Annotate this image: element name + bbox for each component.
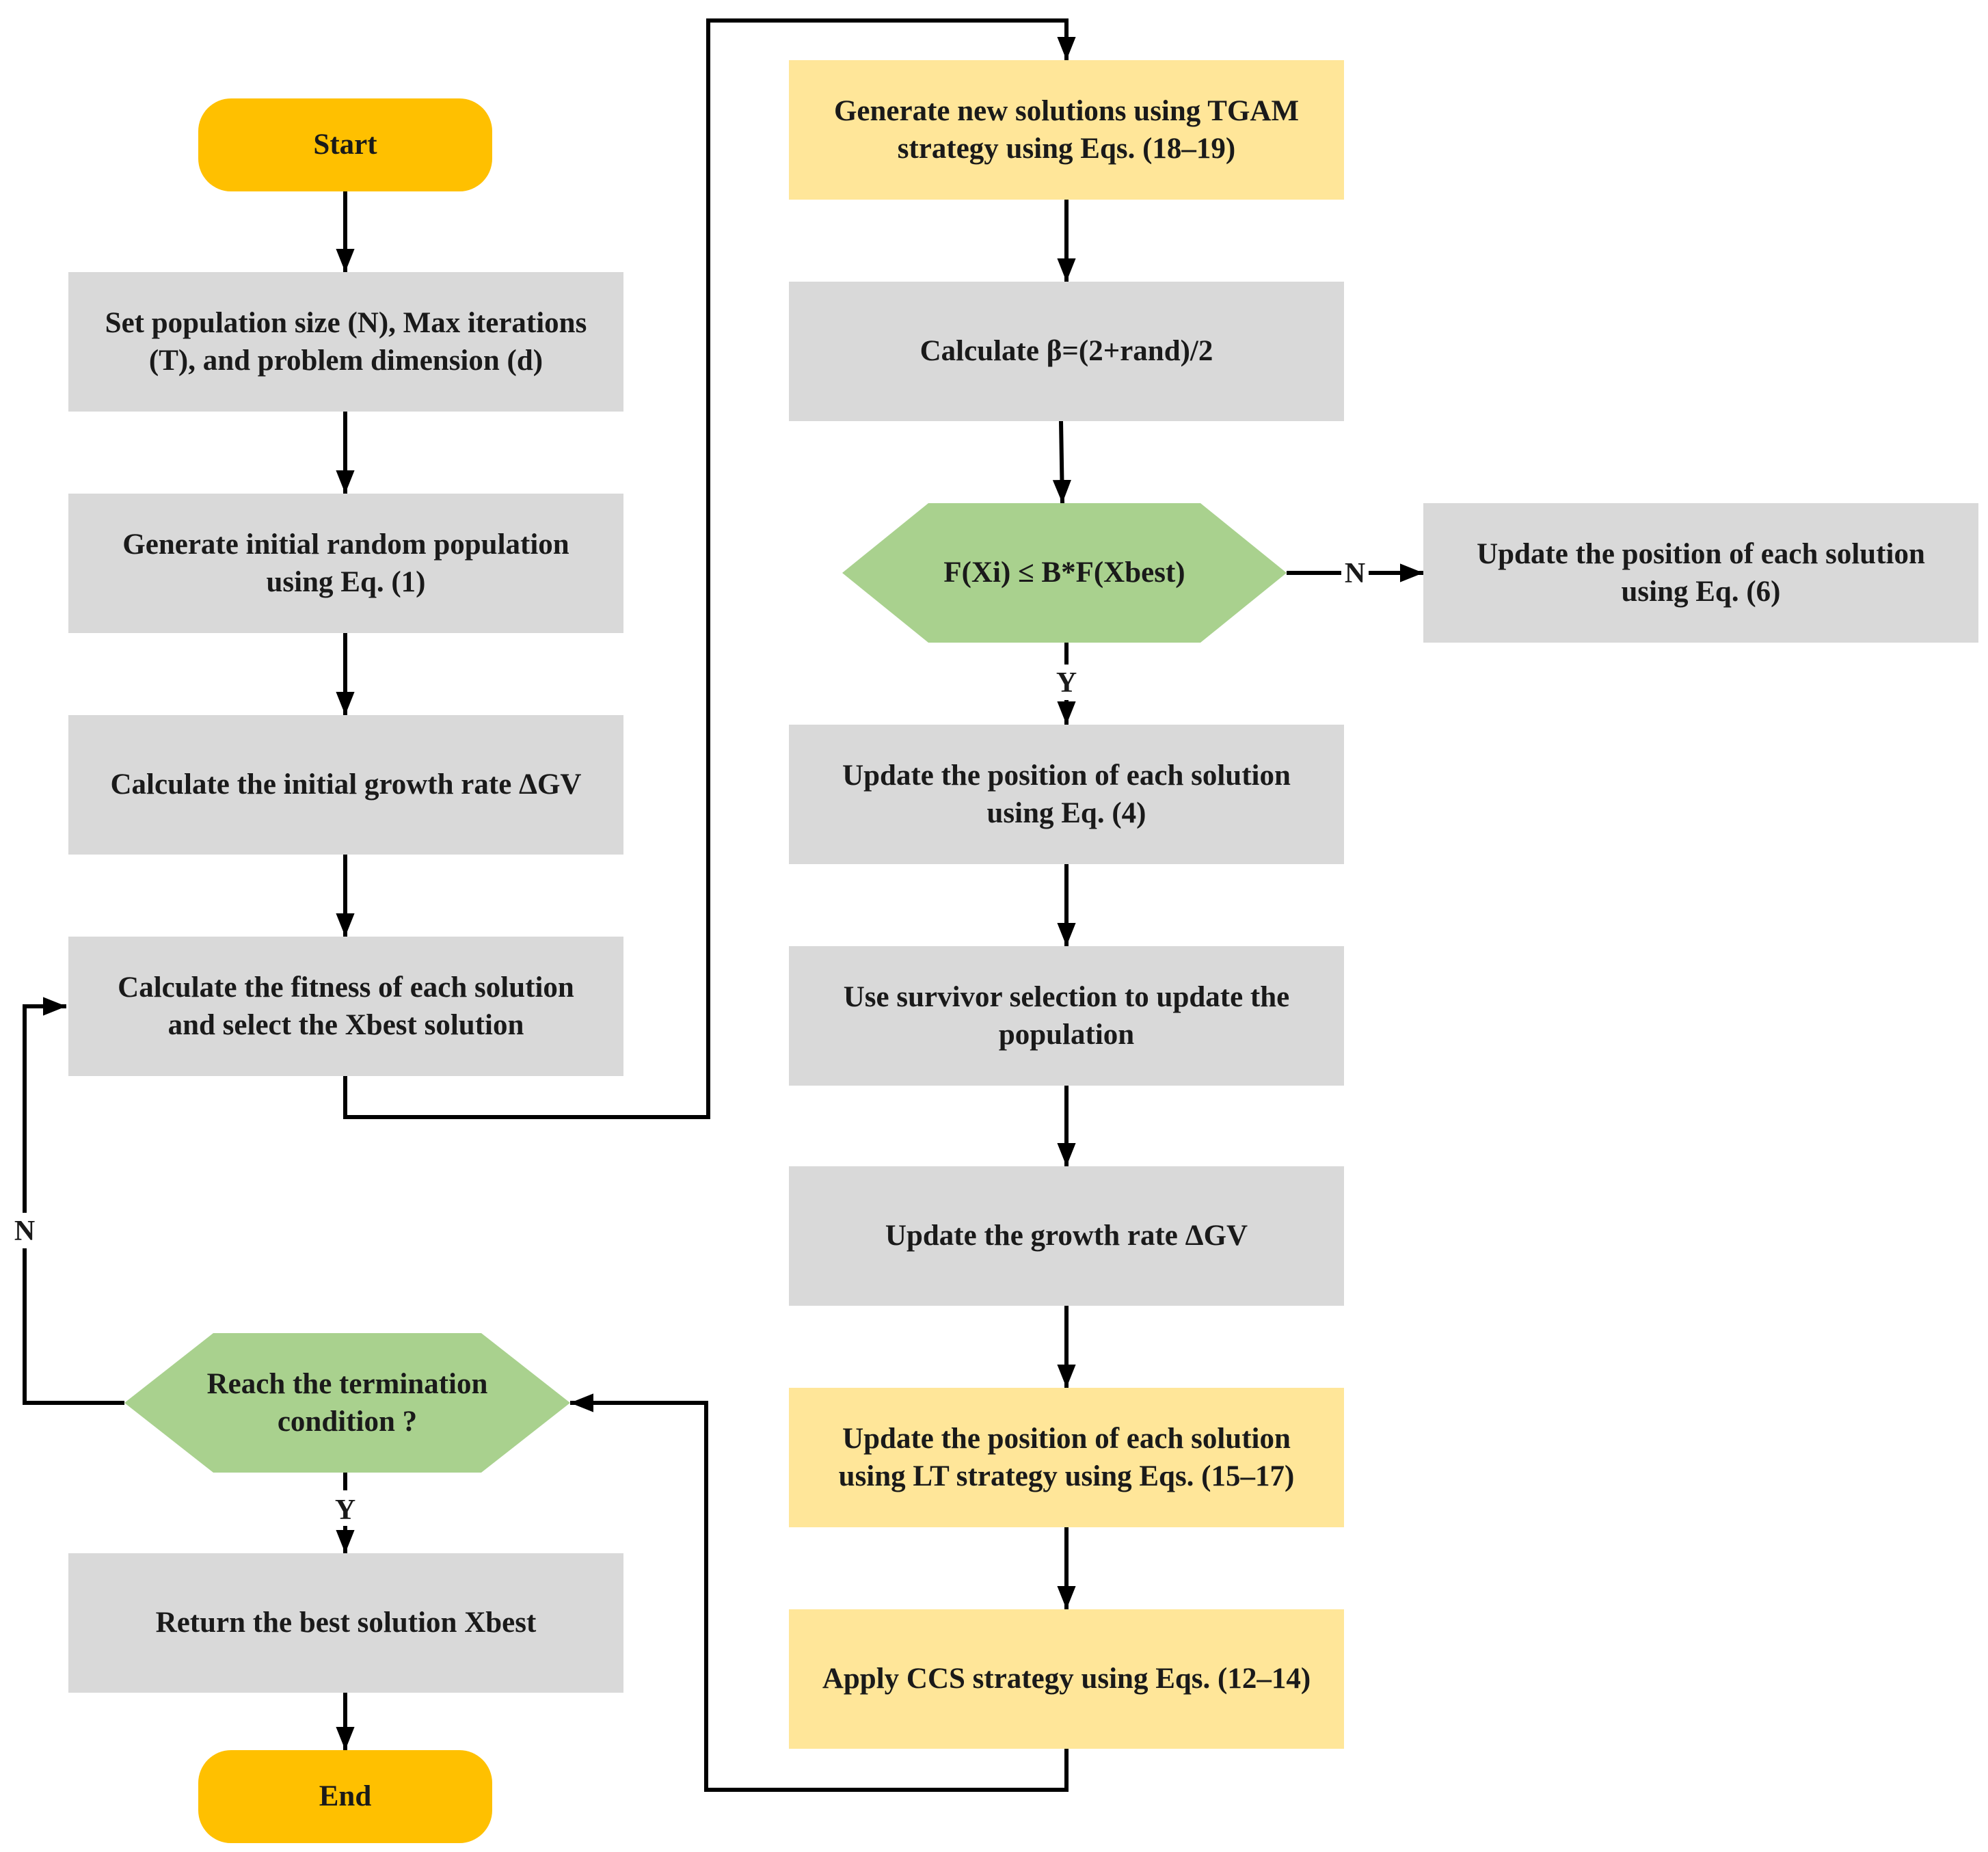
- update-growth-rate-step: Update the growth rate ΔGV: [789, 1166, 1344, 1306]
- initial-growth-rate-step: Calculate the initial growth rate ΔGV: [68, 715, 623, 855]
- set-parameters-label: Set population size (N), Max iterations …: [105, 306, 587, 377]
- termination-decision: Reach the termination condition ?: [124, 1333, 570, 1473]
- label-term-no: N: [14, 1216, 35, 1247]
- start-node: Start: [198, 98, 492, 191]
- update-eq6-step: Update the position of each solution usi…: [1423, 503, 1978, 643]
- lt-strategy-step: Update the position of each solution usi…: [789, 1388, 1344, 1527]
- return-best-step: Return the best solution Xbest: [68, 1553, 623, 1693]
- update-eq4-step: Update the position of each solution usi…: [789, 725, 1344, 864]
- end-node: End: [198, 1750, 492, 1843]
- arrow-ccs-to-termination: [570, 1393, 1069, 1792]
- fitness-step: Calculate the fitness of each solution a…: [68, 937, 623, 1076]
- label-fx-no: N: [1345, 558, 1365, 589]
- ccs-strategy-label: Apply CCS strategy using Eqs. (12–14): [822, 1663, 1311, 1695]
- arrow-termination-no-to-fitness: [23, 997, 124, 1405]
- label-fx-yes: Y: [1056, 667, 1077, 699]
- beta-label: Calculate β=(2+rand)/2: [919, 335, 1213, 368]
- set-parameters-step: Set population size (N), Max iterations …: [68, 272, 623, 412]
- initial-population-label: Generate initial random population using…: [122, 528, 569, 598]
- beta-step: Calculate β=(2+rand)/2: [789, 282, 1344, 421]
- ccs-strategy-step: Apply CCS strategy using Eqs. (12–14): [789, 1609, 1344, 1749]
- start-label: Start: [313, 129, 377, 161]
- survivor-selection-step: Use survivor selection to update the pop…: [789, 946, 1344, 1086]
- fitness-comparison-label: F(Xi) ≤ B*F(Xbest): [943, 556, 1185, 589]
- return-best-label: Return the best solution Xbest: [155, 1607, 537, 1639]
- termination-decision-label: Reach the termination condition ?: [206, 1367, 488, 1438]
- tgam-step: Generate new solutions using TGAM strate…: [789, 60, 1344, 200]
- label-term-yes: Y: [335, 1494, 355, 1526]
- lt-strategy-label: Update the position of each solution usi…: [838, 1422, 1295, 1492]
- initial-population-step: Generate initial random population using…: [68, 494, 623, 633]
- fitness-label: Calculate the fitness of each solution a…: [118, 971, 574, 1041]
- update-growth-rate-label: Update the growth rate ΔGV: [885, 1220, 1248, 1252]
- arrow-beta-to-decision: [1052, 420, 1072, 504]
- update-eq6-label: Update the position of each solution usi…: [1477, 537, 1925, 608]
- tgam-label: Generate new solutions using TGAM strate…: [833, 94, 1300, 165]
- arrow-fitness-to-tgam: [343, 18, 1076, 1119]
- end-label: End: [319, 1780, 372, 1813]
- initial-growth-rate-label: Calculate the initial growth rate ΔGV: [110, 768, 582, 801]
- survivor-selection-label: Use survivor selection to update the pop…: [843, 980, 1290, 1051]
- fitness-comparison-decision: F(Xi) ≤ B*F(Xbest): [842, 503, 1287, 643]
- update-eq4-label: Update the position of each solution usi…: [842, 759, 1291, 829]
